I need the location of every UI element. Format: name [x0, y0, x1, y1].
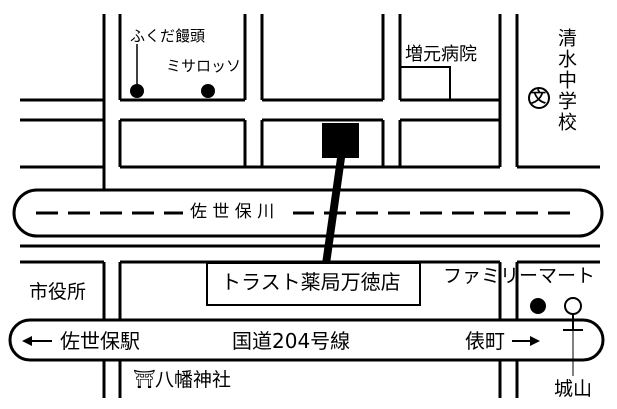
school-icon: 文	[531, 88, 547, 106]
river-label-bg	[183, 203, 293, 223]
shimizu-school-label: 清水中学校	[555, 28, 577, 133]
masumoto-hospital-label: 増元病院	[405, 44, 477, 65]
shiroyama-marker	[564, 297, 582, 315]
fukuda-marker	[130, 84, 144, 98]
store-name-box	[206, 262, 421, 306]
city-hall-label: 市役所	[29, 281, 87, 303]
misarosso-label: ミサロッソ	[166, 57, 242, 75]
pharmacy-leader	[322, 158, 345, 264]
hospital-outline	[400, 66, 451, 100]
misarosso-marker	[201, 84, 215, 98]
family-mart-marker	[530, 298, 546, 314]
family-mart-label: ファミリーマート	[443, 265, 596, 287]
sasebo-station-label: 佐世保駅	[60, 329, 140, 353]
west-arrow-head	[22, 336, 32, 346]
river-label: 佐 世 保 川	[190, 202, 275, 222]
pharmacy-marker	[322, 123, 359, 158]
fukuda-label: ふくだ饅頭	[130, 27, 206, 45]
east-arrow-head	[530, 336, 540, 346]
store-name-label: トラスト薬局万徳店	[221, 270, 401, 294]
shiroyama-label: 城山	[554, 378, 593, 400]
national-route-label: 国道204号線	[232, 329, 351, 353]
school-symbol-ring	[528, 87, 550, 109]
national-route	[8, 318, 605, 362]
tawaramachi-label: 俵町	[465, 329, 505, 353]
shrine-icon: ⛩	[133, 369, 156, 390]
hachiman-shrine-label: 八幡神社	[155, 369, 232, 391]
